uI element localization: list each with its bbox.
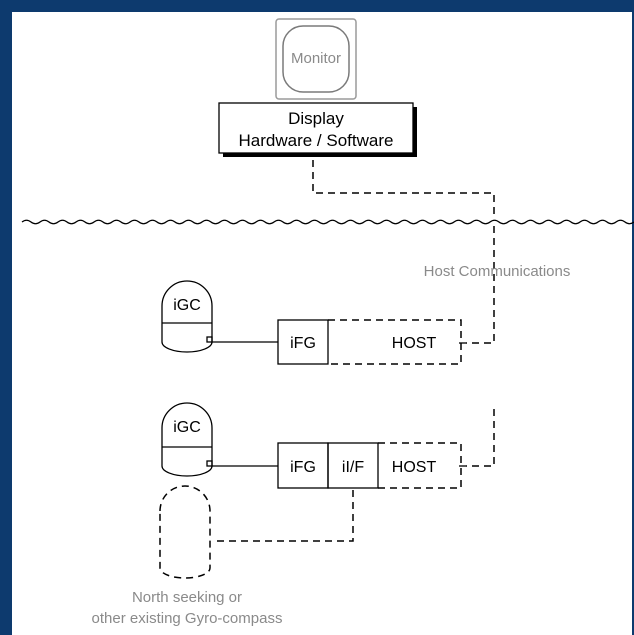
existing-gyro-compass bbox=[159, 485, 211, 579]
host-box-1 bbox=[328, 319, 462, 365]
system-1: iGC iFG HOST bbox=[161, 280, 466, 365]
existing-gyro-link bbox=[212, 490, 354, 542]
monitor-label: Monitor bbox=[291, 50, 341, 67]
system-2: iGC iFG iI/F HOST bbox=[159, 402, 495, 579]
monitor-screen bbox=[282, 25, 350, 93]
ifg-box-1 bbox=[277, 319, 329, 365]
display-line1: Display bbox=[288, 109, 344, 128]
gyro-compass-1-connector bbox=[206, 336, 213, 343]
existing-gyro-label-line2: other existing Gyro-compass bbox=[92, 610, 283, 627]
display-link-upper bbox=[312, 160, 495, 218]
gyro-compass-2-label: iGC bbox=[173, 419, 201, 436]
iif-box bbox=[327, 442, 379, 489]
gyro-compass-2-connector bbox=[206, 460, 213, 467]
host-communications-line-2 bbox=[466, 409, 495, 467]
host-label-2: HOST bbox=[392, 459, 437, 476]
host-label-1: HOST bbox=[392, 335, 437, 352]
display-line2: Hardware / Software bbox=[239, 131, 394, 150]
monitor: Monitor bbox=[275, 18, 357, 100]
ifg-label-2: iFG bbox=[290, 459, 316, 476]
host-communications-label: Host Communications bbox=[424, 263, 571, 280]
host-box-2 bbox=[378, 442, 462, 489]
display-box: Display Hardware / Software bbox=[218, 102, 417, 157]
gyro-compass-1-label: iGC bbox=[173, 297, 201, 314]
ifg-label-1: iFG bbox=[290, 335, 316, 352]
wavy-separator bbox=[21, 219, 634, 225]
display-box-body bbox=[218, 102, 414, 154]
gyro-compass-2 bbox=[161, 402, 213, 477]
host-communications-line bbox=[466, 226, 495, 344]
gyro-compass-1 bbox=[161, 280, 213, 353]
iif-label: iI/F bbox=[342, 459, 364, 476]
existing-gyro-label-line1: North seeking or bbox=[132, 589, 242, 606]
